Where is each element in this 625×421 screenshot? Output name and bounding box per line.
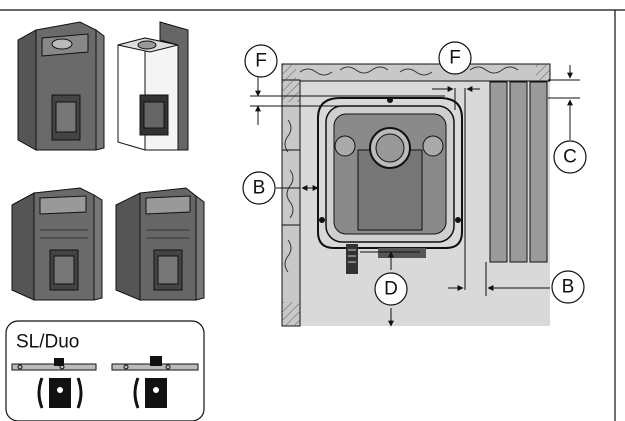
stove-illustration-1 xyxy=(17,21,105,151)
stove-illustration-3 xyxy=(11,187,103,301)
top-wall xyxy=(281,63,551,82)
left-wall xyxy=(281,79,301,327)
heater-top-view xyxy=(317,97,463,274)
svg-text:B: B xyxy=(253,178,266,199)
mounting-bracket-icon xyxy=(11,358,97,409)
svg-text:F: F xyxy=(449,48,461,69)
callout-b-right: B xyxy=(551,270,585,304)
svg-text:F: F xyxy=(255,51,267,72)
svg-text:C: C xyxy=(563,147,577,168)
variant-label: SL/Duo xyxy=(16,332,79,353)
stove-illustration-2 xyxy=(117,21,189,151)
callout-c: C xyxy=(553,140,587,174)
svg-text:D: D xyxy=(384,279,398,300)
stove-illustration-4 xyxy=(115,187,205,301)
callout-b-left: B xyxy=(242,171,276,205)
variant-box: SL/Duo xyxy=(5,320,205,421)
callout-d: D xyxy=(374,272,408,306)
callout-f-left: F xyxy=(244,44,278,78)
bench-boards xyxy=(489,81,548,263)
top-view-diagram: F F C B B D xyxy=(242,41,587,327)
svg-text:B: B xyxy=(562,277,575,298)
mounting-bracket-icon xyxy=(111,356,199,409)
callout-f-mid: F xyxy=(438,41,472,75)
